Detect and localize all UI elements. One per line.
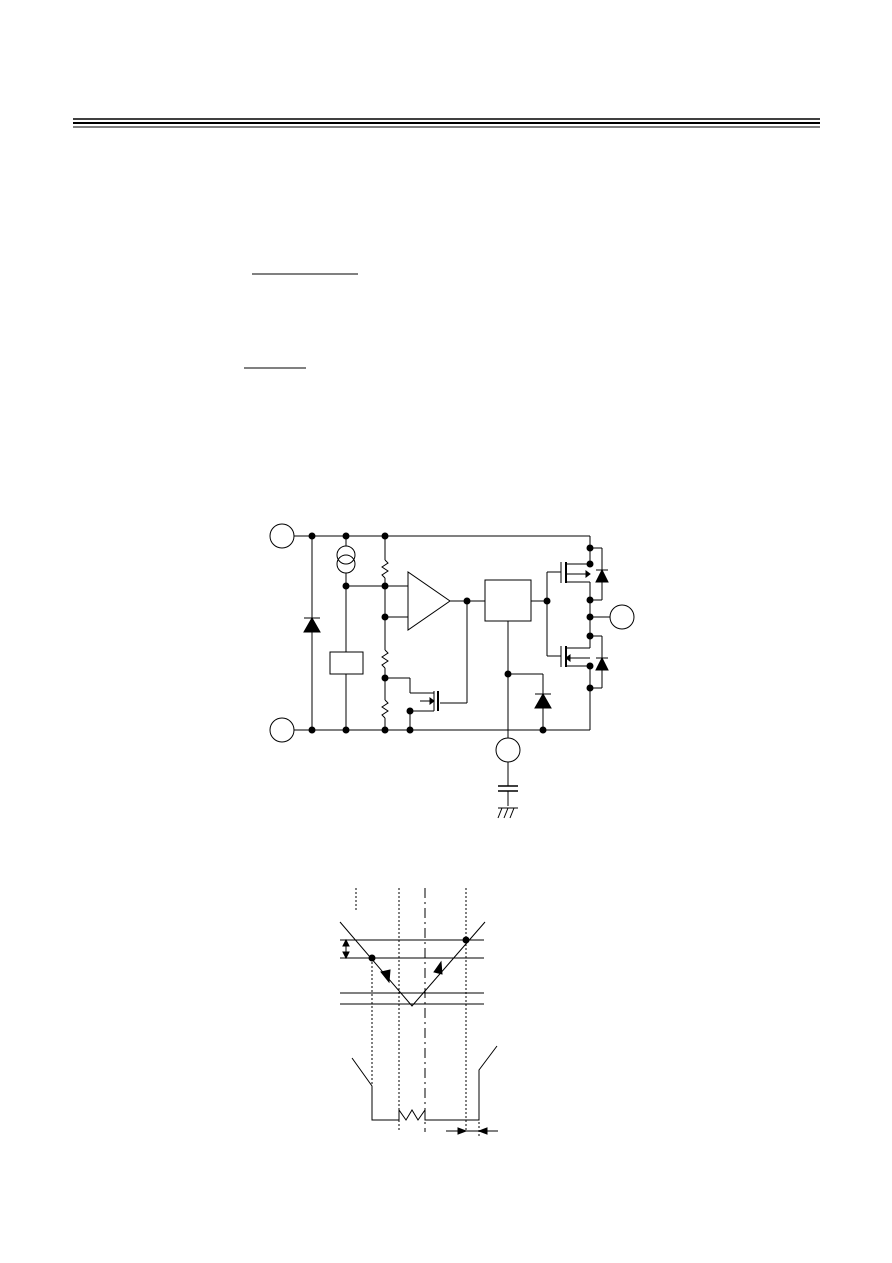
internal-block: [329, 651, 364, 675]
current-source: [336, 536, 356, 586]
timing-waveform: [339, 888, 498, 1138]
circuit-diagram: [269, 523, 635, 819]
capacitor-ground: [497, 762, 518, 819]
terminal-output: [609, 604, 635, 630]
resistor-divider: [381, 536, 389, 730]
terminal-top-left: [269, 523, 295, 549]
feedback-switch: [385, 601, 468, 730]
output-nmos: [547, 635, 609, 716]
bottom-diode: [507, 621, 552, 738]
header-rule: [73, 118, 820, 128]
junction-dots: [308, 532, 594, 734]
terminal-bottom: [495, 737, 521, 763]
output-pmos: [547, 547, 609, 636]
zener-diode: [303, 536, 321, 730]
logic-block: [484, 579, 532, 622]
terminal-bottom-left: [269, 717, 295, 743]
